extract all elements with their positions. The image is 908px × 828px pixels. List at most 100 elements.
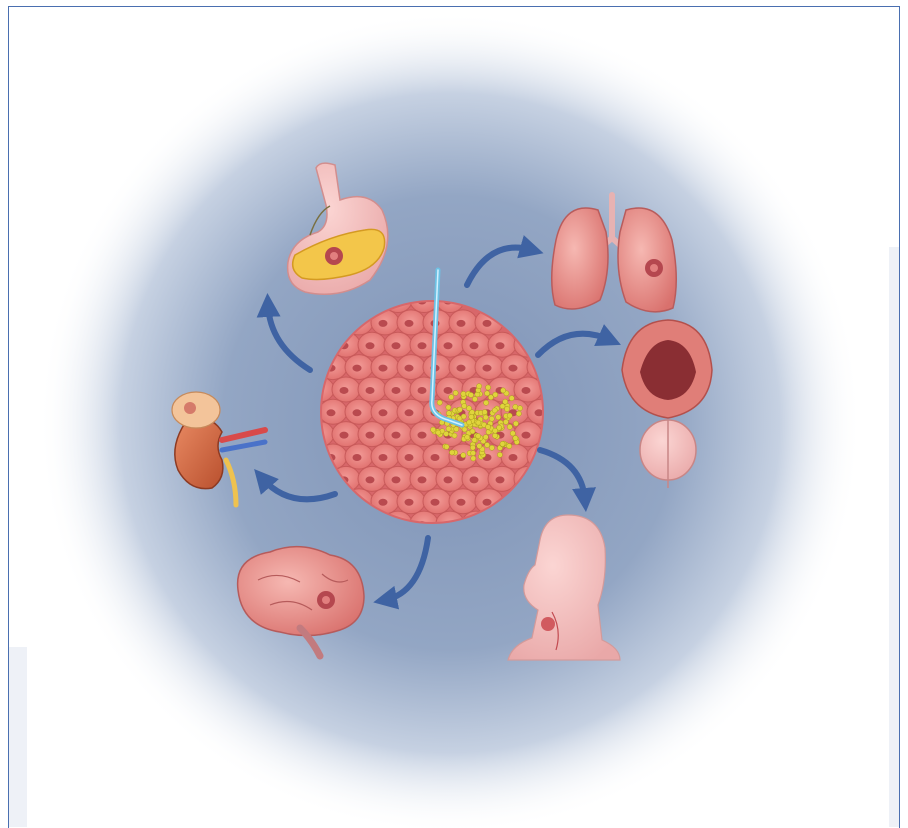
- tumor-cell: [358, 377, 386, 402]
- nanoparticle: [452, 433, 457, 438]
- nanoparticle: [457, 407, 462, 412]
- nanoparticle: [431, 427, 436, 432]
- nanoparticle: [483, 415, 488, 420]
- nanoparticle: [492, 408, 497, 413]
- tumor-cell: [410, 466, 438, 491]
- nanoparticle: [489, 416, 494, 421]
- tumor-cell: [462, 332, 490, 357]
- tumor-cell: [358, 422, 386, 447]
- tumor-cell: [345, 355, 373, 380]
- nanoparticle: [446, 426, 451, 431]
- nanoparticle: [470, 429, 475, 434]
- nanoparticle: [471, 456, 476, 461]
- nanoparticle: [489, 445, 494, 450]
- nanoparticle: [472, 437, 477, 442]
- tumor-cell: [397, 444, 425, 469]
- nanoparticle: [486, 385, 491, 390]
- nanoparticle: [449, 450, 454, 455]
- tumor-cell: [397, 399, 425, 424]
- tumor-cell: [332, 377, 360, 402]
- nanoparticle: [472, 397, 477, 402]
- tumor-cell: [384, 466, 412, 491]
- tumor-cell: [332, 422, 360, 447]
- tumor-cell: [423, 355, 451, 380]
- nanoparticle: [493, 428, 498, 433]
- nanoparticle: [467, 420, 472, 425]
- tumor-cell: [436, 332, 464, 357]
- tumor-cell: [358, 332, 386, 357]
- nanoparticle: [436, 430, 441, 435]
- nanoparticle: [516, 411, 521, 416]
- tumor-cell: [449, 489, 477, 514]
- nanoparticle: [485, 424, 490, 429]
- nanoparticle: [482, 410, 487, 415]
- tumor-cell: [345, 444, 373, 469]
- tumor-cell: [488, 466, 516, 491]
- nanoparticle: [507, 424, 512, 429]
- nanoparticle: [449, 395, 454, 400]
- nanoparticle: [469, 414, 474, 419]
- tumor-cell: [397, 489, 425, 514]
- nanoparticle: [507, 444, 512, 449]
- tumor-cell: [397, 310, 425, 335]
- tumor-cell: [475, 355, 503, 380]
- nanoparticle: [444, 431, 449, 436]
- tumor-cell: [449, 355, 477, 380]
- nanoparticle: [470, 410, 475, 415]
- nanoparticle: [504, 406, 509, 411]
- nanoparticle: [485, 391, 490, 396]
- nanoparticle: [476, 434, 481, 439]
- tumor-cell: [358, 466, 386, 491]
- nanoparticle: [453, 390, 458, 395]
- nanoparticle: [517, 406, 522, 411]
- nanoparticle: [461, 453, 466, 458]
- nanoparticle: [503, 399, 508, 404]
- nanoparticle: [483, 435, 488, 440]
- tumor-cell: [397, 355, 425, 380]
- nanoparticle: [485, 442, 490, 447]
- tumor-cell: [501, 355, 529, 380]
- nanoparticle: [462, 427, 467, 432]
- tumor-cell: [371, 355, 399, 380]
- nanoparticle: [471, 451, 476, 456]
- tumor-cell: [449, 310, 477, 335]
- nanoparticle: [446, 411, 451, 416]
- nanoparticle: [507, 413, 512, 418]
- nanoparticle: [503, 419, 508, 424]
- nanoparticle: [470, 445, 475, 450]
- nanoparticle: [477, 384, 482, 389]
- tumor-cell: [345, 399, 373, 424]
- nanoparticle: [484, 400, 489, 405]
- nanoparticle: [476, 420, 481, 425]
- nanoparticle: [465, 435, 470, 440]
- tumor-cell: [371, 399, 399, 424]
- nanoparticle: [513, 404, 518, 409]
- nanoparticle: [461, 391, 466, 396]
- nanoparticle: [462, 403, 467, 408]
- nanoparticle: [509, 396, 514, 401]
- nanoparticle: [444, 444, 449, 449]
- nanoparticle: [446, 405, 451, 410]
- nanoparticle: [513, 421, 518, 426]
- nanoparticle: [496, 415, 501, 420]
- tumor-cell: [384, 377, 412, 402]
- nanoparticle: [513, 436, 518, 441]
- nanoparticle: [437, 400, 442, 405]
- nanoparticle: [468, 392, 473, 397]
- nanoparticle: [492, 433, 497, 438]
- nanoparticle: [488, 395, 493, 400]
- tumor-cell: [462, 466, 490, 491]
- tumor-cell: [371, 444, 399, 469]
- tumor-cell: [384, 332, 412, 357]
- nanoparticle: [454, 427, 459, 432]
- nanoparticle: [477, 443, 482, 448]
- tumor-cell: [319, 399, 347, 424]
- nanoparticle: [461, 414, 466, 419]
- tumor-cell: [384, 422, 412, 447]
- nanoparticle: [501, 388, 506, 393]
- nanoparticle: [500, 441, 505, 446]
- nanoparticle: [510, 431, 515, 436]
- tumor-cell: [423, 489, 451, 514]
- tumor-cell: [501, 444, 529, 469]
